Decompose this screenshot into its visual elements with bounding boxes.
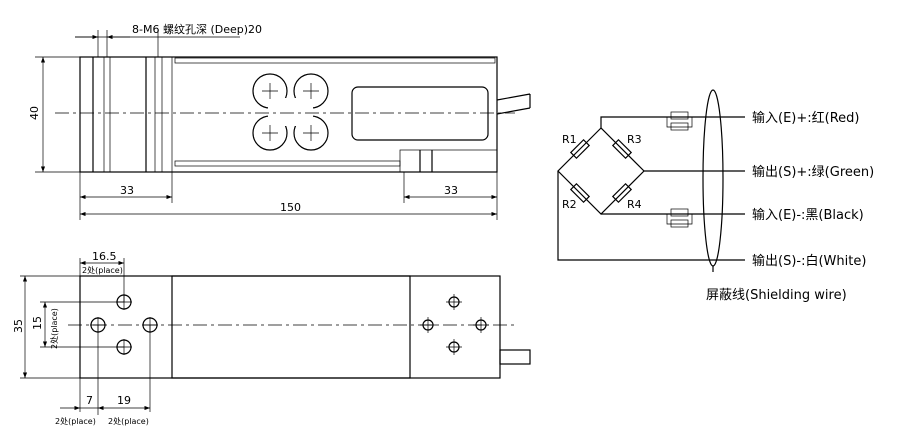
- dim-length: 150: [280, 201, 301, 214]
- label-r1: R1: [562, 133, 577, 146]
- dim-left: 33: [120, 184, 134, 197]
- dim-19: 19: [117, 394, 131, 407]
- thread-note: 8-M6 螺纹孔深 (Deep)20: [132, 22, 262, 36]
- bottom-view: 35 15 2处(place) 16.5 2处(place) 7 19 2处(p…: [12, 250, 531, 426]
- wire-label-black: 输入(E)-:黑(Black): [752, 207, 864, 223]
- wiring-diagram: R1 R2 R3 R4 输入(E)+:红(Red) 输出(S)+:绿(Green…: [557, 89, 874, 303]
- bridge-resistors: [569, 138, 633, 204]
- shield-label: 屏蔽线(Shielding wire): [706, 288, 847, 303]
- label-r4: R4: [627, 198, 642, 211]
- cable: [499, 349, 531, 365]
- top-view: 8-M6 螺纹孔深 (Deep)20 40 33 33 150: [28, 22, 531, 220]
- right-hatched-block: [399, 149, 498, 173]
- dim-height: 40: [28, 106, 41, 120]
- cable: [496, 93, 531, 115]
- dim-top: 16.5: [92, 250, 117, 263]
- label-r3: R3: [627, 133, 642, 146]
- label-r2: R2: [562, 198, 577, 211]
- dim-right: 33: [444, 184, 458, 197]
- wire-label-red: 输入(E)+:红(Red): [752, 110, 859, 126]
- top-gauge-cover: [174, 57, 496, 64]
- strain-gauge-cover: [351, 86, 489, 141]
- wire-label-white: 输出(S)-:白(White): [752, 253, 866, 269]
- dim-hole-spacing: 15: [31, 316, 44, 330]
- cloverleaf-cutout: [252, 73, 329, 151]
- dim-19-note: 2处(place): [108, 416, 149, 426]
- dim-height: 35: [12, 319, 25, 333]
- dim-hole-spacing-note: 2处(place): [49, 308, 59, 349]
- wire-label-green: 输出(S)+:绿(Green): [752, 164, 874, 180]
- dim-7: 7: [86, 394, 93, 407]
- gauge-area: [171, 275, 411, 379]
- dim-7-note: 2处(place): [55, 416, 96, 426]
- compensation-resistors: [666, 111, 693, 228]
- dim-top-note: 2处(place): [82, 265, 123, 275]
